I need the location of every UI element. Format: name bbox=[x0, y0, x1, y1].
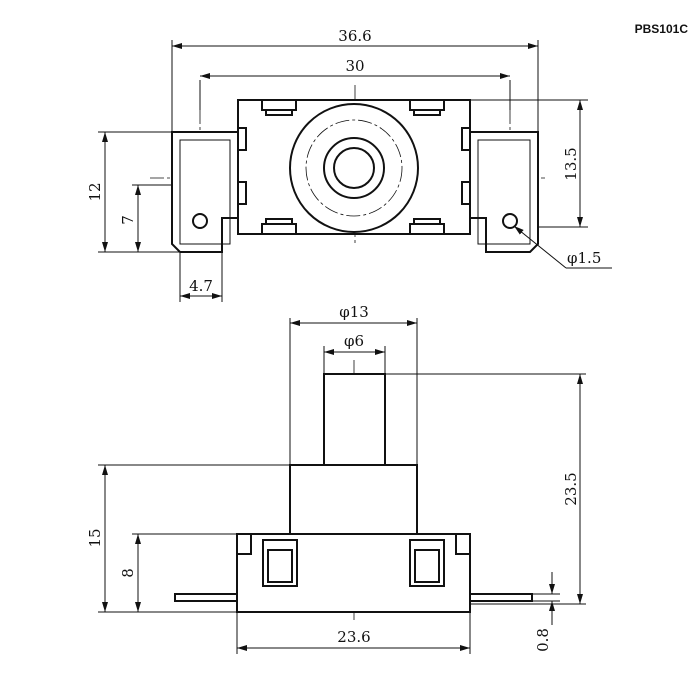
dim-shaft-diameter: φ6 bbox=[344, 332, 364, 350]
base-rim-right bbox=[455, 533, 471, 555]
body-tab-bottom-right-inner bbox=[413, 218, 441, 225]
leader-hole-diameter bbox=[513, 225, 567, 269]
body-notch-left-bottom bbox=[237, 181, 247, 205]
body-notch-left-top bbox=[237, 127, 247, 151]
plunger-inner-ring bbox=[333, 147, 375, 189]
cap-body bbox=[289, 464, 418, 535]
shaft bbox=[323, 373, 386, 466]
dim-total-height: 23.5 bbox=[562, 472, 580, 505]
right-terminal-hole bbox=[502, 213, 518, 229]
dim-base-height: 8 bbox=[119, 568, 137, 578]
left-terminal bbox=[171, 131, 239, 253]
base-clip-left bbox=[262, 539, 298, 587]
plunger-middle-ring bbox=[323, 137, 385, 199]
base-clip-right-inner bbox=[414, 549, 440, 583]
base-rim-left bbox=[236, 533, 252, 555]
dim-cap-diameter: φ13 bbox=[339, 303, 369, 321]
left-terminal-inner bbox=[179, 139, 231, 245]
dim-height-overall: 12 bbox=[86, 182, 104, 201]
right-terminal-side bbox=[469, 593, 533, 602]
base-body bbox=[236, 533, 471, 613]
dim-base-width: 23.6 bbox=[337, 628, 370, 646]
body-tab-top-right-inner bbox=[413, 109, 441, 116]
dim-hole-diameter: φ1.5 bbox=[567, 249, 601, 267]
dim-hole-offset: 7 bbox=[119, 215, 137, 225]
body-notch-right-bottom bbox=[461, 181, 471, 205]
left-terminal-side bbox=[174, 593, 238, 602]
right-terminal-inner bbox=[477, 139, 531, 245]
part-code: PBS101C bbox=[635, 22, 689, 36]
dim-cap-height: 15 bbox=[86, 528, 104, 547]
dim-height-body: 13.5 bbox=[562, 147, 580, 180]
side-view: φ13 φ6 23.5 15 8 23.6 0.8 bbox=[86, 303, 586, 654]
right-terminal bbox=[469, 131, 539, 253]
plunger-outer-ring bbox=[289, 103, 419, 233]
dim-terminal-width: 4.7 bbox=[189, 277, 213, 295]
plunger-pitch-circle bbox=[305, 119, 403, 217]
dim-pin-spacing: 30 bbox=[345, 57, 364, 75]
base-clip-right bbox=[409, 539, 445, 587]
base-clip-left-inner bbox=[267, 549, 293, 583]
body-tab-top-left-inner bbox=[265, 109, 293, 116]
left-terminal-hole bbox=[192, 213, 208, 229]
body-notch-right-top bbox=[461, 127, 471, 151]
dim-width-overall: 36.6 bbox=[338, 27, 371, 45]
top-view: 36.6 30 13.5 12 7 4.7 φ1.5 bbox=[86, 27, 612, 302]
body-tab-bottom-left-inner bbox=[265, 218, 293, 225]
dim-terminal-thickness: 0.8 bbox=[534, 628, 552, 652]
